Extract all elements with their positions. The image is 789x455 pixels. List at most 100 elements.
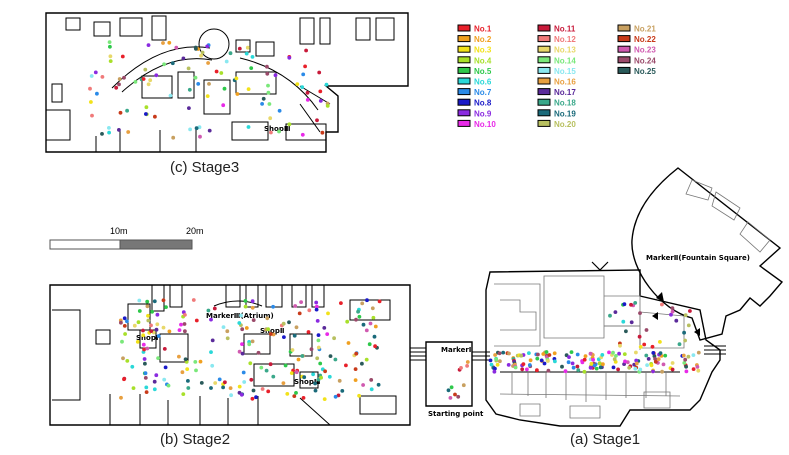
trajectory-point <box>682 330 686 335</box>
trajectory-point <box>696 350 701 355</box>
trajectory-point <box>219 71 224 75</box>
trajectory-point <box>575 364 580 369</box>
trajectory-point <box>633 366 638 371</box>
trajectory-point <box>306 330 311 334</box>
trajectory-point <box>669 312 673 317</box>
trajectory-point <box>582 369 587 374</box>
trajectory-point <box>588 365 593 370</box>
trajectory-point <box>520 367 525 372</box>
trajectory-point <box>360 301 365 306</box>
trajectory-point <box>108 54 113 59</box>
caption-stage3: (c) Stage3 <box>170 159 239 176</box>
trajectory-point <box>582 357 587 362</box>
trajectory-point <box>240 342 244 346</box>
trajectory-point <box>146 313 150 318</box>
trajectory-point <box>117 77 122 81</box>
trajectory-point <box>661 362 666 367</box>
trajectory-point <box>322 326 327 330</box>
legend-label-23: No.23 <box>634 46 656 55</box>
trajectory-point <box>193 75 198 80</box>
trajectory-point <box>167 40 172 45</box>
legend-label-11: No.11 <box>554 25 576 34</box>
trajectory-point <box>303 64 307 69</box>
trajectory-point <box>155 322 160 327</box>
trajectory-point <box>316 333 321 337</box>
trajectory-point <box>623 359 627 364</box>
trajectory-point <box>535 368 539 373</box>
trajectory-point <box>143 376 148 380</box>
trajectory-point <box>121 356 125 361</box>
trajectory-point <box>152 379 157 384</box>
trajectory-point <box>283 363 288 368</box>
trajectory-point <box>646 357 651 361</box>
legend-swatch-3 <box>457 45 471 53</box>
trajectory-point <box>205 94 210 98</box>
trajectory-point <box>249 66 254 70</box>
trajectory-point <box>634 350 638 355</box>
trajectory-point <box>269 130 273 135</box>
legend-swatch-4 <box>457 56 471 64</box>
trajectory-point <box>137 309 142 313</box>
trajectory-point <box>265 71 270 76</box>
trajectory-point <box>305 98 310 102</box>
legend-swatch-24 <box>617 56 631 64</box>
trajectory-point <box>658 351 663 355</box>
trajectory-point <box>316 345 321 350</box>
stage3-shop3-label: ShopⅢ <box>264 125 290 133</box>
trajectory-point <box>144 105 149 110</box>
trajectory-point <box>225 336 230 341</box>
connecting-corridor <box>410 347 490 361</box>
trajectory-point <box>183 313 187 317</box>
trajectory-point <box>150 309 155 314</box>
trajectory-point <box>254 395 258 400</box>
legend-swatch-20 <box>537 119 551 127</box>
trajectory-point <box>251 318 256 322</box>
legend-label-22: No.22 <box>634 35 656 44</box>
legend-swatch-8 <box>457 98 471 106</box>
trajectory-point <box>145 299 150 304</box>
trajectory-point <box>300 132 305 137</box>
trajectory-point <box>168 93 173 98</box>
trajectory-point <box>449 385 454 390</box>
legend-swatch-22 <box>617 35 631 43</box>
trajectory-point <box>304 48 308 53</box>
trajectory-point <box>183 329 187 334</box>
trajectory-point <box>446 388 451 393</box>
trajectory-point <box>495 362 500 367</box>
trajectory-point <box>591 357 595 362</box>
trajectory-point <box>608 313 612 318</box>
trajectory-point <box>332 336 336 341</box>
trajectory-point <box>318 99 323 103</box>
legend-swatch-6 <box>457 77 471 85</box>
trajectory-point <box>152 299 157 304</box>
trajectory-point <box>357 314 362 319</box>
trajectory-point <box>182 322 187 326</box>
legend-swatch-17 <box>537 88 551 96</box>
trajectory-point <box>637 334 642 339</box>
trajectory-point <box>256 350 261 355</box>
trajectory-point <box>125 359 130 363</box>
trajectory-point <box>315 319 320 323</box>
trajectory-point <box>296 357 301 362</box>
trajectory-point <box>248 361 253 366</box>
stage2-shop2-label: ShopⅡ <box>260 327 284 335</box>
trajectory-point <box>684 364 688 369</box>
trajectory-point <box>493 353 497 357</box>
trajectory-point <box>152 387 157 392</box>
legend-label-8: No.8 <box>474 99 492 108</box>
trajectory-point <box>149 329 154 333</box>
trajectory-point <box>228 51 233 56</box>
trajectory-point <box>696 368 701 373</box>
legend-label-3: No.3 <box>474 46 492 55</box>
trajectory-point <box>337 378 342 383</box>
trajectory-point <box>194 318 199 323</box>
trajectory-point <box>212 306 217 311</box>
trajectory-point <box>314 300 319 305</box>
trajectory-point <box>251 388 256 393</box>
trajectory-point <box>167 329 172 334</box>
stage1-map: MarkerⅠ Starting point MarkerⅡ(Fountain … <box>425 167 784 427</box>
legend-swatch-5 <box>457 66 471 74</box>
trajectory-point <box>313 381 317 386</box>
trajectory-point <box>108 59 113 63</box>
trajectory-point <box>492 369 497 374</box>
